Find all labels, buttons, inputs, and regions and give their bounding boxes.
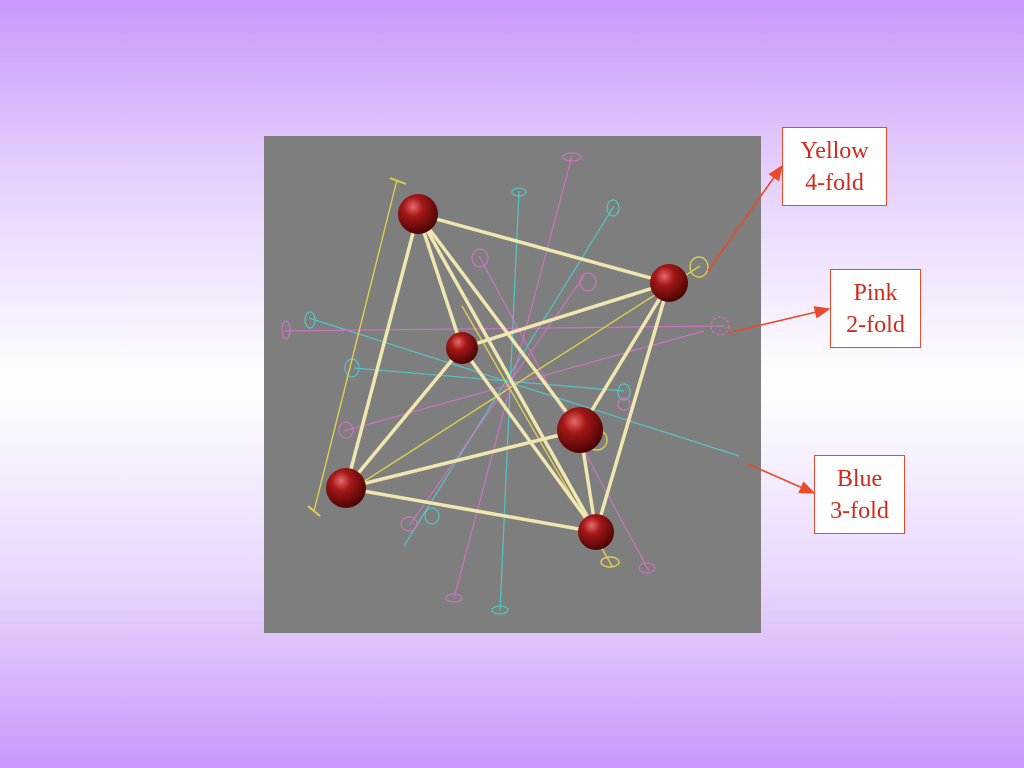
atom xyxy=(326,468,366,508)
yellow-axis-line xyxy=(348,265,701,492)
yellow-label-line1: Yellow xyxy=(800,138,869,164)
atom xyxy=(446,332,478,364)
yellow-axis-cap xyxy=(307,505,321,517)
atom xyxy=(578,514,614,550)
blue-axis-marker xyxy=(617,383,631,401)
bond xyxy=(344,428,582,490)
pink-axis-label: Pink 2-fold xyxy=(830,269,921,348)
pink-callout-arrow xyxy=(726,306,831,334)
blue-axis-label: Blue 3-fold xyxy=(814,455,905,534)
blue-axis-marker xyxy=(424,507,440,525)
blue-axis-line xyxy=(308,317,740,457)
bond xyxy=(594,281,671,534)
blue-axis-marker xyxy=(491,605,509,615)
blue-axis-marker xyxy=(304,311,316,329)
pink-axes xyxy=(281,152,730,603)
blue-axis-marker xyxy=(606,199,620,217)
pink-axis-marker xyxy=(638,562,656,574)
pink-axis-marker xyxy=(471,248,489,268)
bond xyxy=(344,212,420,490)
bond xyxy=(344,486,598,534)
blue-axis-line xyxy=(353,367,625,392)
pink-axis-marker xyxy=(579,272,597,292)
yellow-callout-arrow xyxy=(707,164,783,272)
bond xyxy=(416,212,598,534)
pink-axis-marker xyxy=(445,593,463,603)
pink-axis-marker xyxy=(400,516,418,532)
pink-axis-marker xyxy=(617,397,631,411)
yellow-axis-marker xyxy=(600,556,620,568)
atom xyxy=(398,194,438,234)
yellow-axis-cap xyxy=(389,177,407,185)
blue-axis-marker xyxy=(511,187,527,197)
yellow-axis-marker xyxy=(689,256,709,278)
bond xyxy=(460,281,671,350)
pink-axis-marker xyxy=(338,421,354,439)
yellow-axis-label: Yellow 4-fold xyxy=(782,127,887,206)
octahedron-diagram xyxy=(281,152,740,615)
bond xyxy=(416,212,671,285)
blue-axis-line xyxy=(499,190,520,612)
bonds xyxy=(344,212,671,534)
atom xyxy=(557,407,603,453)
blue-callout-arrow xyxy=(747,463,816,494)
bond xyxy=(578,281,671,432)
pink-label-line1: Pink xyxy=(853,280,898,306)
blue-label-line1: Blue xyxy=(836,466,883,492)
octahedron-viewport xyxy=(264,136,761,633)
yellow-axis-line xyxy=(313,179,398,512)
bond xyxy=(416,212,582,432)
atoms xyxy=(326,194,688,550)
pink-axis-marker xyxy=(562,152,582,162)
pink-axis-marker xyxy=(281,320,291,340)
bond xyxy=(460,346,598,534)
bond xyxy=(344,346,464,490)
bond xyxy=(416,212,464,350)
pink-axis-line xyxy=(343,330,705,432)
yellow-label-line2: 4-fold xyxy=(805,170,864,196)
pink-axis-marker xyxy=(710,316,730,336)
pink-label-line2: 2-fold xyxy=(846,312,905,338)
atom xyxy=(650,264,688,302)
blue-label-line2: 3-fold xyxy=(830,498,889,524)
